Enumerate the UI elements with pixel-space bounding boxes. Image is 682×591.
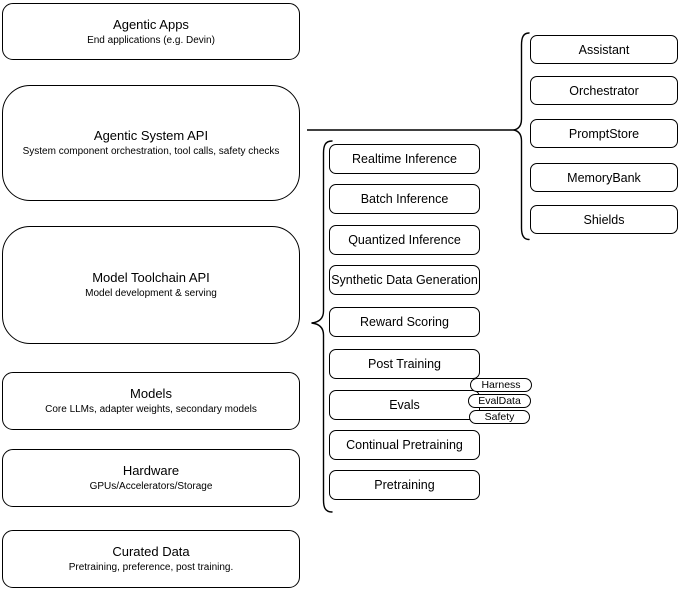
node-pretraining: Pretraining (329, 470, 480, 500)
node-orchestrator: Orchestrator (530, 76, 678, 105)
node-label: Evals (389, 398, 420, 412)
tag-label: EvalData (478, 394, 521, 407)
tag-evaldata: EvalData (468, 394, 531, 408)
node-title: Model Toolchain API (92, 270, 210, 285)
node-subtitle: GPUs/Accelerators/Storage (89, 481, 213, 492)
tag-label: Harness (481, 378, 521, 391)
node-agentic-apps: Agentic Apps End applications (e.g. Devi… (2, 3, 300, 60)
node-title: Models (130, 386, 172, 401)
node-continual-pretraining: Continual Pretraining (329, 430, 480, 460)
tag-harness: Harness (470, 378, 532, 392)
node-post-training: Post Training (329, 349, 480, 379)
brace-system-components-group (513, 32, 530, 241)
node-reward-scoring: Reward Scoring (329, 307, 480, 337)
node-title: Agentic Apps (113, 16, 189, 32)
node-batch-inference: Batch Inference (329, 184, 480, 214)
node-subtitle: System component orchestration, tool cal… (22, 146, 280, 157)
node-title: Curated Data (112, 544, 190, 559)
node-subtitle: Pretraining, preference, post training. (68, 562, 234, 573)
node-title: Hardware (122, 463, 180, 478)
node-label: Reward Scoring (360, 315, 449, 329)
node-label: MemoryBank (567, 170, 641, 185)
node-subtitle: Model development & serving (85, 288, 217, 299)
node-model-toolchain-api: Model Toolchain API Model development & … (2, 226, 300, 344)
node-label: Assistant (578, 42, 630, 57)
tag-label: Safety (484, 410, 515, 423)
node-models: Models Core LLMs, adapter weights, secon… (2, 372, 300, 430)
node-evals: Evals (329, 390, 480, 420)
node-promptstore: PromptStore (530, 119, 678, 148)
node-shields: Shields (530, 205, 678, 234)
node-label: Continual Pretraining (346, 438, 463, 452)
node-label: Realtime Inference (352, 152, 457, 166)
node-label: Quantized Inference (348, 233, 461, 247)
node-label: Post Training (368, 357, 441, 371)
node-memorybank: MemoryBank (530, 163, 678, 192)
tag-safety: Safety (469, 410, 530, 424)
node-subtitle: End applications (e.g. Devin) (87, 34, 215, 46)
node-label: Shields (583, 212, 625, 227)
node-synthetic-data-generation: Synthetic Data Generation (329, 265, 480, 295)
node-curated-data: Curated Data Pretraining, preference, po… (2, 530, 300, 588)
node-label: Synthetic Data Generation (331, 273, 478, 287)
node-label: Orchestrator (569, 83, 639, 98)
node-agentic-system-api: Agentic System API System component orch… (2, 85, 300, 201)
node-quantized-inference: Quantized Inference (329, 225, 480, 255)
node-realtime-inference: Realtime Inference (329, 144, 480, 174)
node-title: Agentic System API (93, 128, 209, 143)
node-label: Pretraining (374, 478, 435, 492)
node-assistant: Assistant (530, 35, 678, 64)
node-label: PromptStore (568, 126, 640, 141)
node-label: Batch Inference (360, 192, 449, 206)
node-hardware: Hardware GPUs/Accelerators/Storage (2, 449, 300, 507)
node-subtitle: Core LLMs, adapter weights, secondary mo… (45, 404, 257, 415)
